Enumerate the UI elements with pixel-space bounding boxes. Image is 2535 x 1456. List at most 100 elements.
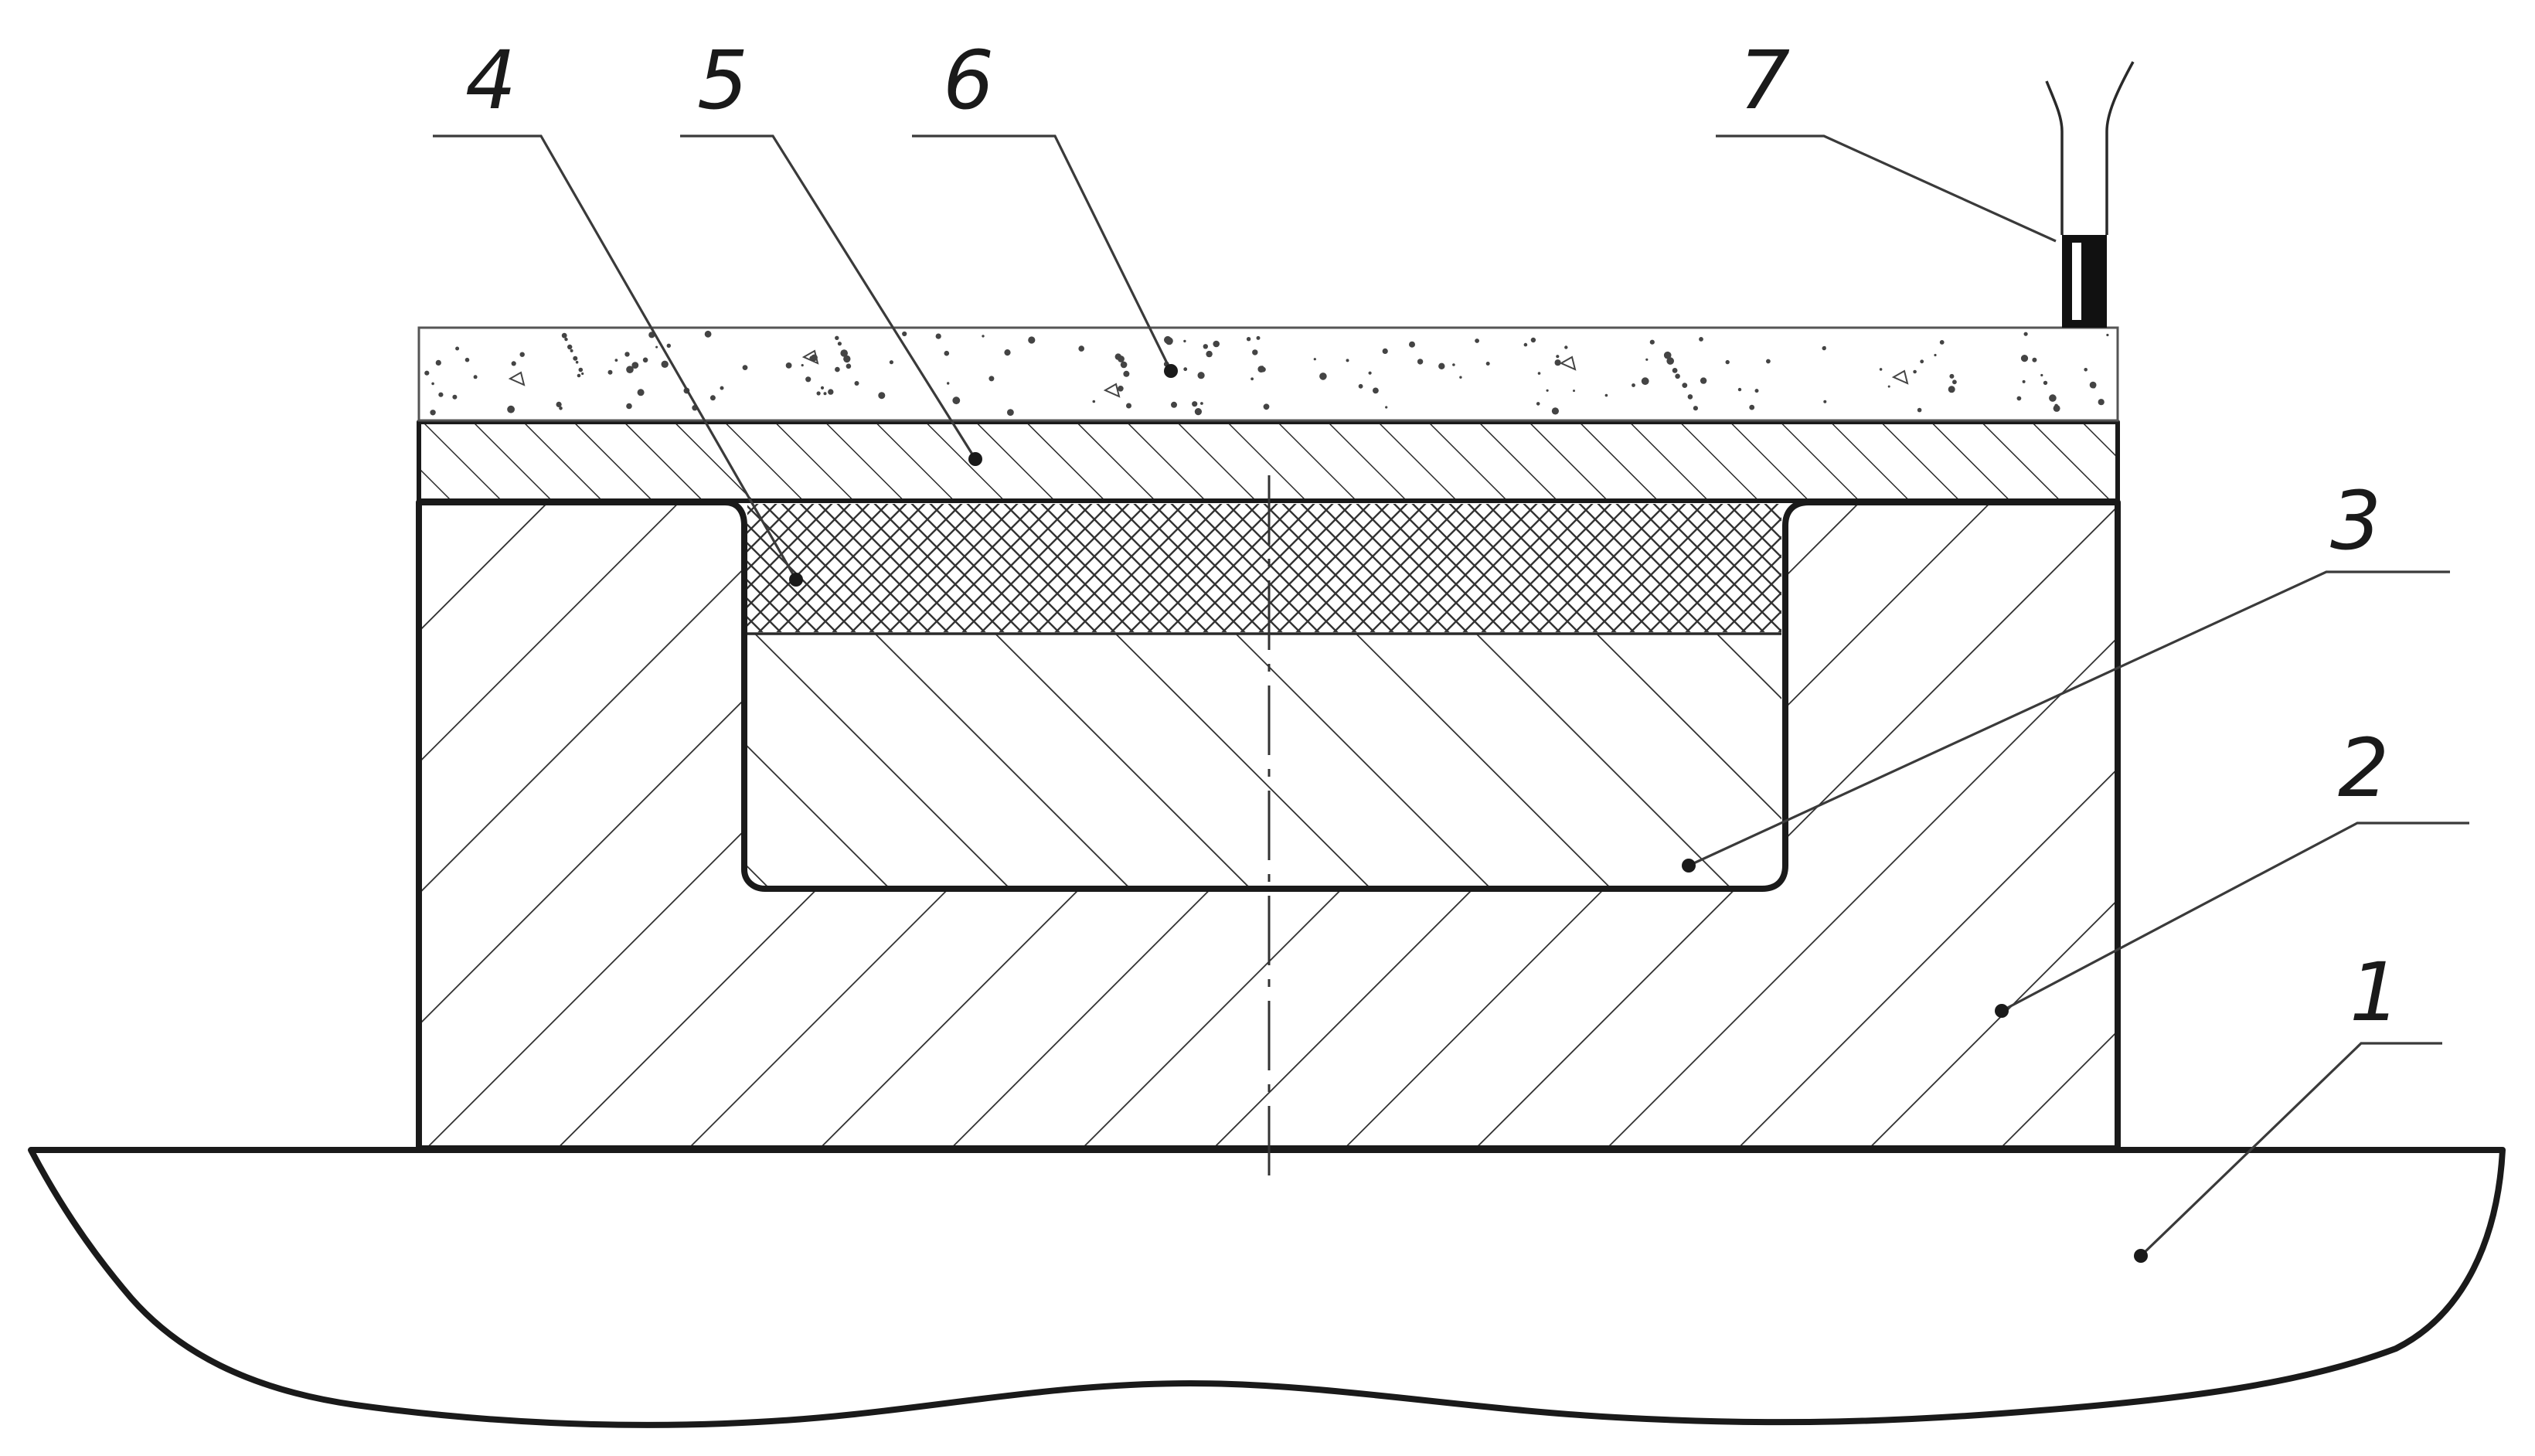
speckle (828, 389, 834, 395)
speckle (1118, 386, 1124, 392)
speckle (952, 396, 961, 405)
insert-part-3 (747, 632, 1781, 886)
speckle (1948, 386, 1955, 393)
speckle (837, 342, 842, 346)
speckle-triangle (1891, 369, 1909, 385)
speckle (624, 352, 630, 357)
speckle (511, 361, 516, 366)
speckle (455, 346, 460, 351)
speckle (742, 365, 748, 370)
speckle (1183, 367, 1188, 372)
speckle (2016, 396, 2022, 401)
speckle (666, 343, 671, 348)
speckle (1672, 368, 1678, 373)
speckle (2023, 332, 2028, 336)
speckle (982, 335, 985, 338)
speckle (1949, 373, 1955, 379)
speckle (878, 392, 886, 400)
speckle (1523, 342, 1528, 347)
speckle (2054, 403, 2058, 408)
label-4: 4 (465, 33, 516, 128)
speckle (1459, 376, 1462, 379)
speckle (1409, 341, 1415, 348)
speckle (1641, 377, 1649, 386)
speckle-triangle (1103, 383, 1121, 398)
speckle (1358, 383, 1363, 389)
speckle (1823, 400, 1827, 403)
speckle (1754, 389, 1759, 393)
speckle-triangle (508, 371, 526, 386)
label-6: 6 (943, 33, 994, 128)
speckle (575, 360, 579, 364)
speckle (626, 403, 632, 410)
speckle (801, 364, 804, 367)
speckle (642, 357, 648, 363)
speckle-texture (424, 330, 2109, 416)
label-1: 1 (2350, 945, 2401, 1039)
speckle (1028, 336, 1036, 344)
speckle (1649, 339, 1655, 345)
speckle (1573, 390, 1575, 393)
speckle (1313, 358, 1316, 361)
speckle (1699, 337, 1703, 342)
speckle (1346, 359, 1349, 362)
speckle (1530, 337, 1536, 343)
speckle (1417, 359, 1424, 365)
speckle (661, 360, 669, 368)
speckle (1564, 345, 1568, 349)
speckle (704, 330, 712, 338)
speckle (2022, 379, 2026, 383)
speckle (655, 345, 658, 349)
speckle (816, 391, 821, 396)
speckle (2032, 357, 2037, 362)
speckle (1537, 372, 1541, 375)
speckle (1252, 349, 1258, 355)
speckle (720, 386, 724, 390)
speckle (1200, 402, 1203, 405)
speckle (1164, 335, 1172, 344)
label-2: 2 (2338, 721, 2389, 815)
speckle (577, 373, 581, 378)
speckle (2020, 355, 2029, 362)
speckle (519, 352, 525, 357)
speckle (578, 367, 584, 373)
speckle (430, 410, 436, 416)
speckle (820, 386, 825, 390)
speckle (1475, 338, 1479, 343)
speckle (1879, 368, 1883, 371)
speckle (709, 395, 716, 401)
speckle (464, 357, 470, 362)
speckle (1319, 373, 1327, 380)
speckle (1887, 385, 1890, 388)
speckle (1206, 350, 1213, 358)
label-5: 5 (697, 33, 748, 128)
speckle (840, 349, 848, 357)
speckle (1645, 358, 1649, 361)
speckle (1197, 372, 1205, 379)
layer-part-4 (747, 504, 1781, 632)
speckle (556, 401, 562, 408)
speckle (1952, 379, 1957, 385)
speckle (1554, 359, 1561, 366)
speckle (567, 344, 573, 350)
speckle-triangle (1559, 355, 1577, 371)
speckle (846, 363, 852, 369)
speckle (1246, 337, 1251, 342)
speckle (1604, 393, 1608, 397)
leader-lines (433, 134, 2469, 1263)
speckle (1551, 407, 1559, 415)
speckle (1373, 387, 1379, 394)
speckle (1126, 403, 1131, 409)
speckle (1385, 406, 1388, 409)
speckle (1452, 363, 1455, 366)
speckle (1118, 355, 1125, 362)
speckle (1546, 389, 1549, 392)
sensor-part-7 (2045, 61, 2135, 328)
speckle (2106, 333, 2109, 337)
speckle (2040, 373, 2043, 377)
speckle (1123, 370, 1130, 377)
speckle (1078, 345, 1084, 352)
speckle (1007, 409, 1014, 416)
speckle (581, 372, 584, 376)
